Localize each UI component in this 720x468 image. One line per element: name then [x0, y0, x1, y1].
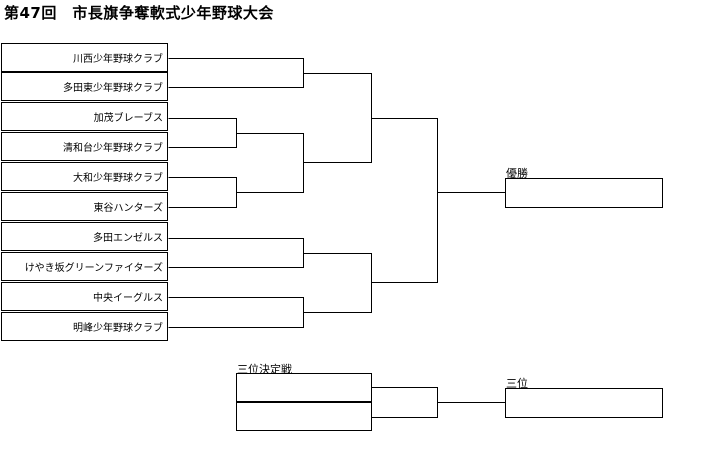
- bracket-match-9-10: [168, 297, 304, 328]
- bracket-match-5-6: [168, 177, 237, 208]
- third-place-slot-2: [236, 402, 372, 431]
- team-name: 多田東少年野球クラブ: [63, 83, 163, 94]
- team-slot-10: 明峰少年野球クラブ: [1, 312, 168, 341]
- team-slot-5: 大和少年野球クラブ: [1, 162, 168, 191]
- champion-label: 優勝: [506, 167, 528, 180]
- team-name: 加茂ブレーブス: [93, 113, 163, 124]
- team-slot-1: 川西少年野球クラブ: [1, 43, 168, 72]
- bracket-match-semi-a: [236, 133, 304, 193]
- team-slot-8: けやき坂グリーンファイターズ: [1, 252, 168, 281]
- tournament-title: 第47回 市長旗争奪軟式少年野球大会: [4, 4, 274, 22]
- bracket-match-lower-final: [303, 253, 372, 313]
- bracket-match-upper-final: [303, 73, 372, 163]
- bracket-match-1-2: [168, 58, 304, 88]
- team-name: 清和台少年野球クラブ: [63, 143, 163, 154]
- team-name: 多田エンゼルス: [93, 233, 163, 244]
- team-name: 中央イーグルス: [93, 293, 163, 304]
- bracket-final: [371, 118, 438, 283]
- team-name: 東谷ハンターズ: [93, 203, 164, 214]
- team-slot-6: 東谷ハンターズ: [1, 192, 168, 221]
- team-slot-3: 加茂ブレーブス: [1, 102, 168, 131]
- bracket-third-place-match: [371, 387, 438, 418]
- third-place-label: 三位: [506, 377, 528, 390]
- champion-box: [505, 178, 663, 208]
- third-place-box: [505, 388, 663, 418]
- third-place-slot-1: [236, 373, 372, 402]
- team-slot-2: 多田東少年野球クラブ: [1, 72, 168, 101]
- team-slot-4: 清和台少年野球クラブ: [1, 132, 168, 161]
- bracket-match-3-4: [168, 118, 237, 148]
- team-name: けやき坂グリーンファイターズ: [24, 263, 163, 274]
- third-place-match-label: 三位決定戦: [237, 363, 292, 376]
- bracket-match-7-8: [168, 238, 304, 268]
- team-name: 明峰少年野球クラブ: [73, 323, 163, 334]
- team-slot-7: 多田エンゼルス: [1, 222, 168, 251]
- team-name: 大和少年野球クラブ: [73, 173, 163, 184]
- team-slot-9: 中央イーグルス: [1, 282, 168, 311]
- team-name: 川西少年野球クラブ: [73, 54, 163, 65]
